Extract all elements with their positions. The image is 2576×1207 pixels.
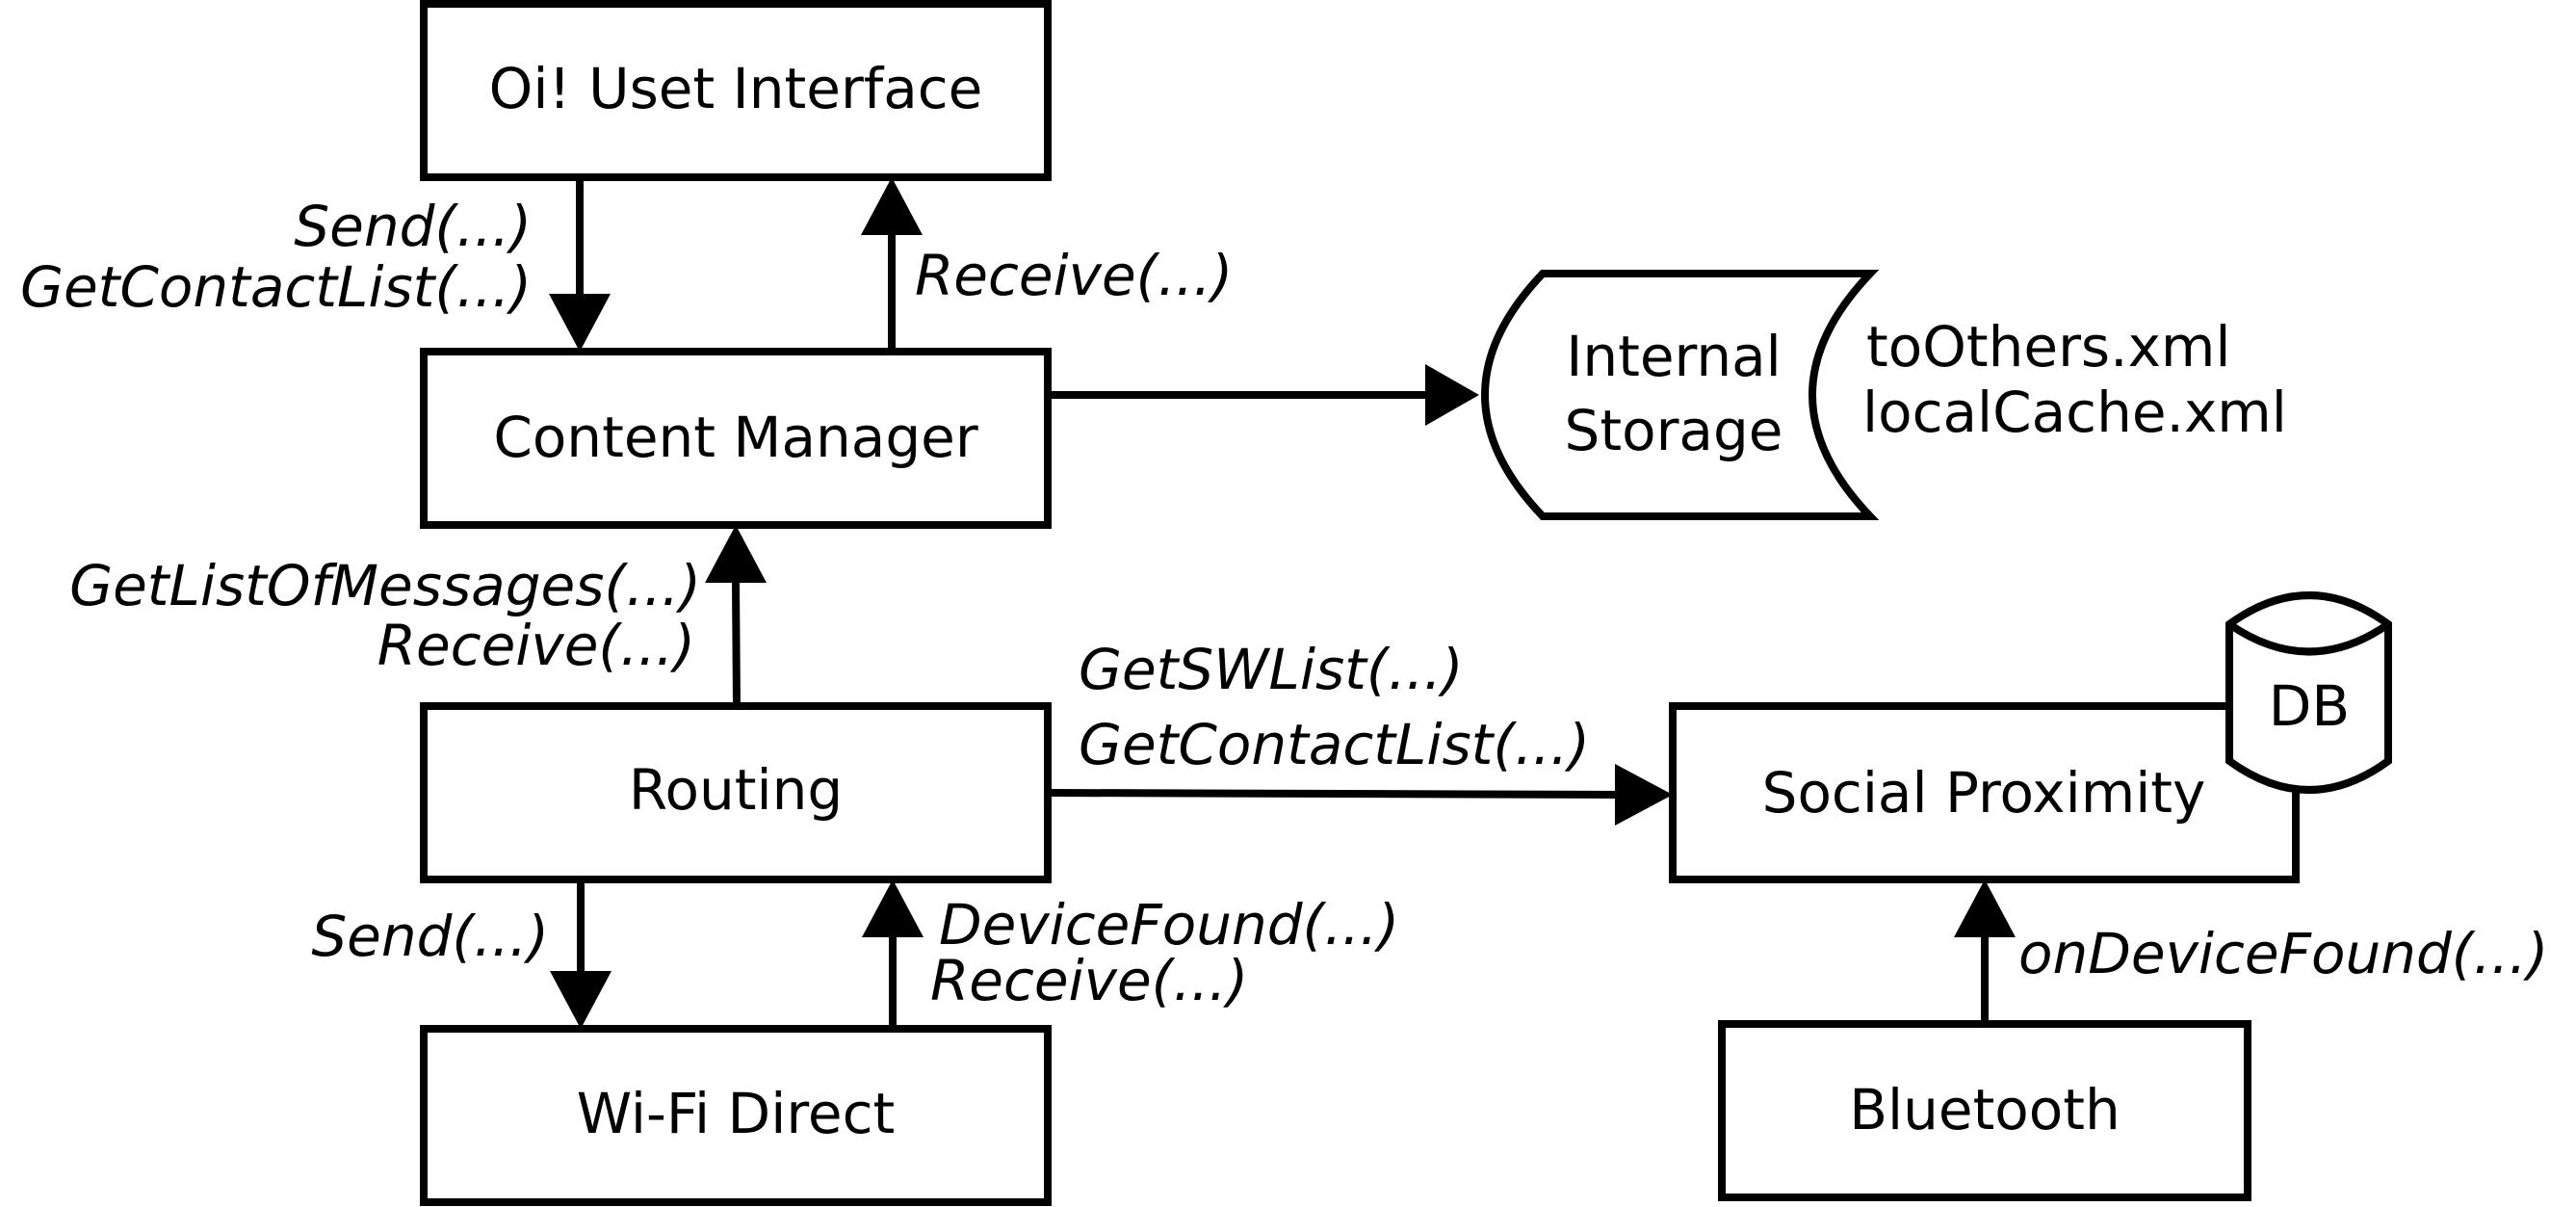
bluetooth-box: Bluetooth — [1718, 1020, 2251, 1201]
db-label: DB — [2269, 673, 2350, 739]
call-label-receive-routing: Receive(...) — [377, 613, 695, 678]
call-label-getcontactlist-social: GetContactList(...) — [1079, 712, 1590, 777]
call-label-send-ui: Send(...) — [294, 194, 532, 259]
social-proximity-label: Social Proximity — [1762, 760, 2206, 826]
internal-storage-shape: Internal Storage — [1481, 270, 1880, 520]
storage-file-toothers: toOthers.xml — [1866, 314, 2231, 380]
arrow-content-manager-to-storage — [1048, 364, 1479, 426]
storage-label-line1: Internal — [1566, 324, 1782, 389]
call-label-ondevicefound: onDeviceFound(...) — [2018, 921, 2548, 986]
call-label-receive-ui: Receive(...) — [915, 243, 1233, 308]
bluetooth-label: Bluetooth — [1849, 1077, 2121, 1142]
storage-file-localcache: localCache.xml — [1862, 380, 2287, 445]
call-label-getlistofmessages: GetListOfMessages(...) — [69, 553, 701, 618]
wifi-direct-box: Wi-Fi Direct — [420, 1025, 1052, 1206]
arrow-routing-to-social-proximity — [1047, 764, 1673, 826]
call-label-send-wifi: Send(...) — [311, 904, 549, 969]
arrow-routing-to-content-manager — [705, 525, 767, 707]
routing-label: Routing — [629, 757, 843, 823]
arrow-content-manager-to-ui — [861, 177, 923, 352]
routing-box: Routing — [420, 702, 1052, 883]
wifi-direct-label: Wi-Fi Direct — [577, 1081, 895, 1146]
ui-box-label: Oi! Uset Interface — [489, 56, 983, 121]
social-proximity-box: Social Proximity — [1669, 702, 2300, 883]
call-label-devicefound: DeviceFound(...) — [939, 892, 1399, 958]
content-manager-label: Content Manager — [493, 405, 977, 470]
storage-label-line2: Storage — [1565, 398, 1783, 463]
arrow-wifi-direct-to-routing — [862, 879, 924, 1029]
call-label-receive-wifi: Receive(...) — [930, 948, 1248, 1013]
arrow-routing-to-wifi-direct — [550, 879, 611, 1029]
call-label-getcontactlist-ui: GetContactList(...) — [20, 254, 532, 320]
call-label-getswlist: GetSWList(...) — [1079, 637, 1464, 702]
db-cylinder: DB — [2225, 591, 2392, 794]
arrow-ui-to-content-manager — [549, 177, 611, 352]
content-manager-box: Content Manager — [420, 348, 1052, 529]
ui-box: Oi! Uset Interface — [420, 0, 1052, 181]
arrow-bluetooth-to-social-proximity — [1954, 879, 2016, 1024]
